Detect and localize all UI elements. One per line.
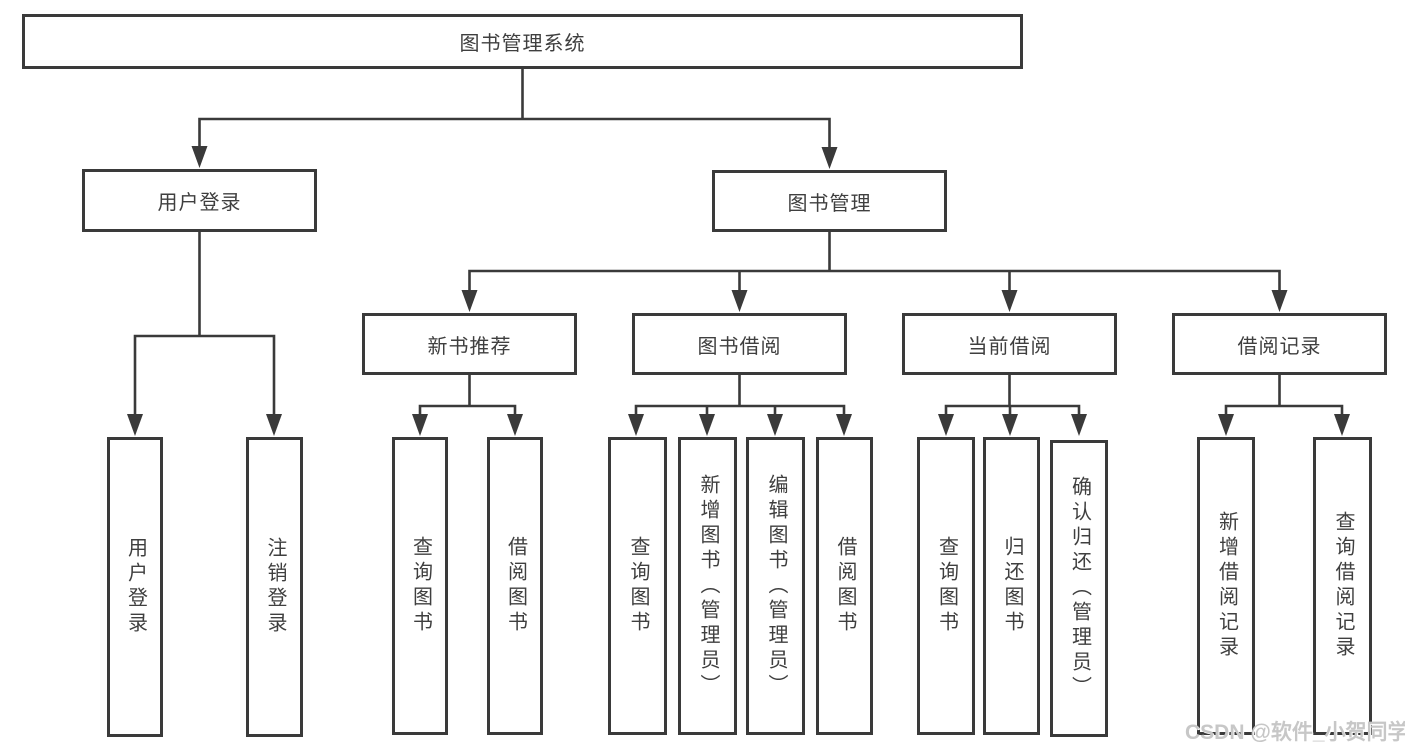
leaf-label: 查询图书	[935, 536, 958, 636]
node-leaf-query-books-borrowing: 查询图书	[608, 437, 667, 735]
node-leaf-confirm-return-admin: 确认归还（管理员）	[1050, 440, 1108, 737]
leaf-label: 借阅图书	[504, 536, 527, 636]
leaf-label: 新增图书（管理员）	[697, 473, 719, 699]
node-leaf-query-books-current: 查询图书	[917, 437, 975, 735]
node-leaf-return-books: 归还图书	[983, 437, 1040, 735]
node-leaf-edit-books-admin: 编辑图书（管理员）	[746, 437, 805, 735]
leaf-label: 编辑图书（管理员）	[765, 473, 787, 699]
leaf-label: 归还图书	[1001, 536, 1023, 636]
node-leaf-borrow-books-recommend: 借阅图书	[487, 437, 543, 735]
node-root: 图书管理系统	[22, 14, 1023, 69]
leaf-label: 借阅图书	[834, 536, 856, 636]
node-leaf-logout: 注销登录	[246, 437, 303, 737]
leaf-label: 注销登录	[264, 537, 286, 637]
leaf-label: 查询图书	[409, 536, 432, 636]
leaf-label: 用户登录	[124, 537, 147, 637]
node-book-management: 图书管理	[712, 170, 947, 232]
arrowhead-icons	[127, 146, 1350, 436]
leaf-label: 查询图书	[627, 536, 649, 636]
leaf-label: 确认归还（管理员）	[1068, 476, 1091, 701]
node-book-borrowing: 图书借阅	[632, 313, 847, 375]
node-user-login: 用户登录	[82, 169, 317, 232]
node-current-borrowing: 当前借阅	[902, 313, 1117, 375]
node-leaf-add-borrow-record: 新增借阅记录	[1197, 437, 1255, 735]
node-leaf-query-books-recommend: 查询图书	[392, 437, 448, 735]
node-leaf-add-books-admin: 新增图书（管理员）	[678, 437, 737, 735]
leaf-label: 新增借阅记录	[1215, 511, 1238, 661]
node-borrowing-records: 借阅记录	[1172, 313, 1387, 375]
node-leaf-user-login: 用户登录	[107, 437, 163, 737]
leaf-label: 查询借阅记录	[1332, 511, 1354, 661]
node-leaf-borrow-books: 借阅图书	[816, 437, 873, 735]
watermark-text: CSDN @软件_小贺同学	[1185, 721, 1405, 744]
node-new-book-recommend: 新书推荐	[362, 313, 577, 375]
node-leaf-query-borrow-record: 查询借阅记录	[1313, 437, 1372, 735]
